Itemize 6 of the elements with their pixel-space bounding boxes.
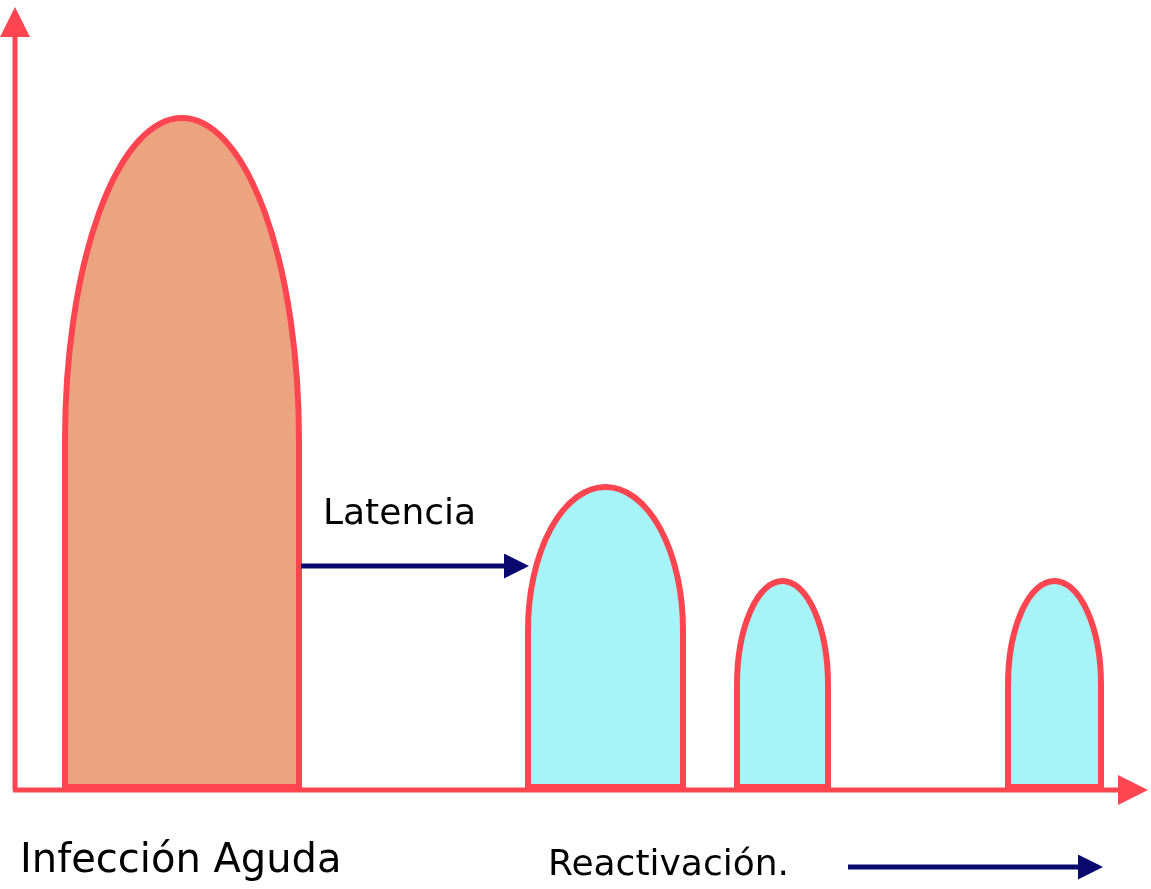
phase-label: Reactivación. — [548, 845, 789, 881]
virus-level-curve — [1005, 578, 1104, 787]
virus-level-curve — [62, 115, 302, 787]
virus-level-curve — [734, 578, 831, 787]
virus-level-curve — [525, 484, 686, 787]
arrow — [301, 553, 529, 579]
